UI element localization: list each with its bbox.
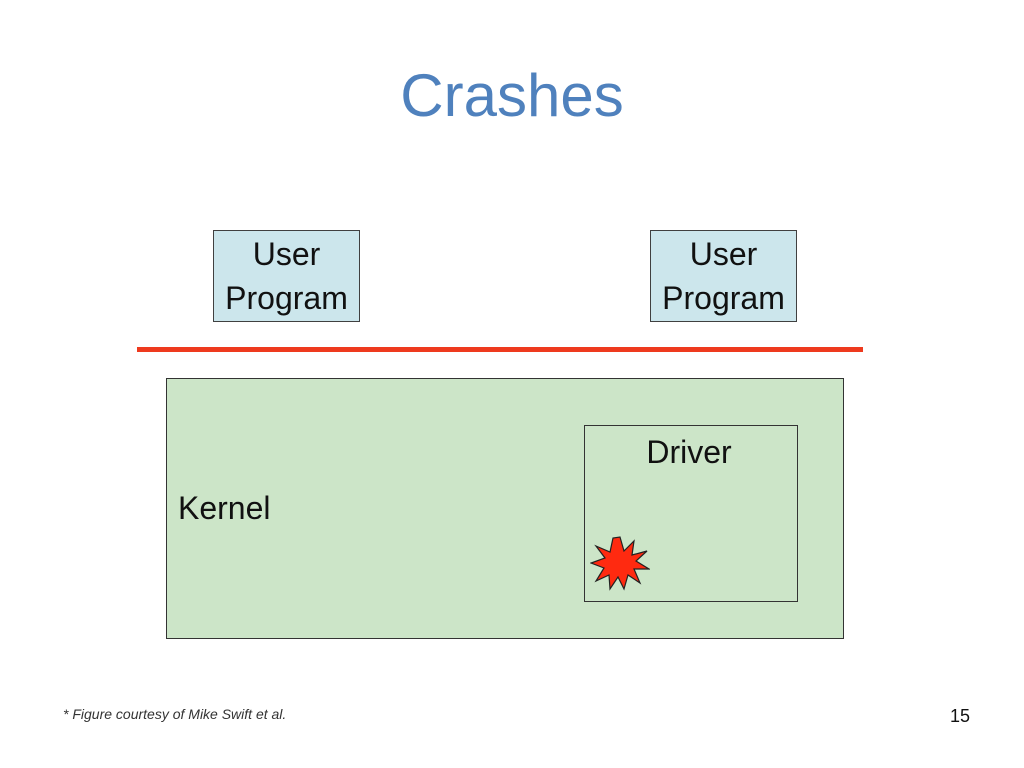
- page-number: 15: [949, 706, 970, 726]
- slide-title: Crashes: [400, 62, 624, 129]
- user-program-box-left: User Program: [213, 230, 360, 322]
- user-program-label-line1: User: [689, 236, 758, 272]
- user-program-label-line2: Program: [225, 280, 348, 316]
- driver-box: [584, 425, 798, 602]
- kernel-box: [166, 378, 844, 639]
- user-program-box-right: User Program: [650, 230, 797, 322]
- kernel-label: Kernel: [178, 490, 271, 526]
- user-kernel-boundary-line: [137, 347, 863, 352]
- user-program-label-line1: User: [252, 236, 321, 272]
- user-program-label-line2: Program: [662, 280, 785, 316]
- footnote: * Figure courtesy of Mike Swift et al.: [63, 706, 287, 722]
- driver-label: Driver: [646, 434, 732, 470]
- explosion-icon: [590, 536, 650, 591]
